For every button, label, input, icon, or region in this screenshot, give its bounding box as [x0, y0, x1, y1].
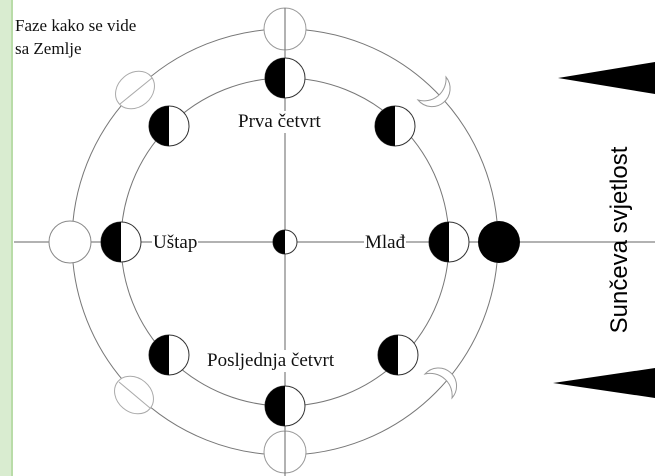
moon-bottom [264, 385, 306, 427]
phase-gibbous-top-left [115, 70, 155, 110]
caption-line-1: Faze kako se vide [15, 16, 137, 35]
phase-crescent-top-right [416, 75, 451, 108]
phase-gibbous-bottom-left [114, 375, 154, 415]
phase-last-quarter-outline [263, 430, 307, 476]
earth [272, 229, 298, 255]
label-new-moon: Mlađ [364, 232, 407, 254]
label-last-quarter: Posljednja četvrt [206, 350, 336, 372]
left-sidebar-edge [11, 0, 13, 476]
phase-first-quarter-outline [263, 7, 307, 51]
moon-top-right [374, 105, 416, 147]
moon-top [264, 57, 306, 99]
phase-crescent-bottom-right [423, 367, 458, 400]
moon-right [428, 221, 470, 263]
sunlight-arrow-bottom [553, 368, 655, 398]
phase-full-outline [48, 220, 92, 264]
sunlight-label: Sunčeva svjetlost [606, 146, 633, 334]
moon-top-left [148, 105, 190, 147]
label-first-quarter: Prva četvrt [237, 111, 322, 133]
diagram-caption: Faze kako se vide sa Zemlje [15, 14, 136, 60]
caption-line-2: sa Zemlje [15, 39, 82, 58]
moon-bottom-right [377, 334, 419, 376]
label-full-moon: Uštap [152, 232, 199, 254]
sunlight-arrow-top [558, 62, 655, 94]
left-sidebar-strip [0, 0, 13, 476]
moon-bottom-left [148, 334, 190, 376]
moon-left [100, 221, 142, 263]
phase-new-dark [478, 221, 520, 263]
